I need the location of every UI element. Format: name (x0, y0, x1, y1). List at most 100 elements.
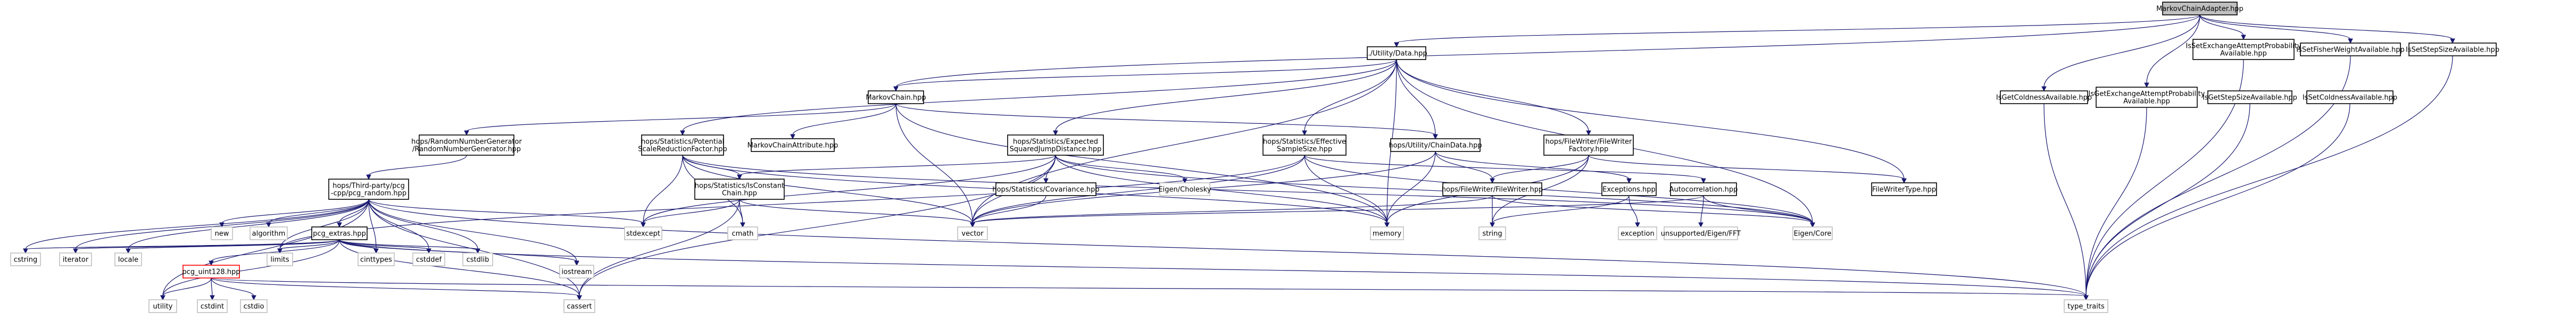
node-autocorrelation-hpp[interactable]: Autocorrelation.hpp (1669, 182, 1738, 196)
edge-arrowhead (1901, 178, 1907, 184)
edge-arrowhead (1698, 222, 1704, 228)
edge-line (1492, 155, 1589, 180)
edge-line (792, 103, 896, 136)
edge-line (972, 195, 1046, 224)
node-label-line: hops/Statistics/Covariance.hpp (992, 186, 1099, 194)
include-edge-pcgRandom-to-cstddef (368, 199, 431, 254)
node-label-line: utility (153, 303, 173, 311)
node-issetfisherweightavailable-hpp[interactable]: IsSetFisherWeightAvailable.hpp (2296, 43, 2405, 56)
node-exceptions-hpp[interactable]: Exceptions.hpp (1601, 182, 1657, 196)
node-pcg-extras-hpp[interactable]: pcg_extras.hpp (311, 226, 368, 240)
include-edge-utilData-to-markovChain (893, 59, 1397, 92)
node-box (197, 299, 228, 313)
node-box (1664, 226, 1738, 240)
node-label-line: string (1482, 230, 1502, 238)
node-box (240, 299, 268, 313)
node-label-line: IsSetFisherWeightAvailable.hpp (2296, 46, 2404, 54)
node-box (2096, 87, 2198, 108)
edge-arrowhead (2083, 295, 2089, 301)
edge-line (128, 199, 369, 250)
node-box (358, 252, 395, 266)
node-label-line: cstddef (416, 256, 442, 264)
edge-arrowhead (2241, 35, 2246, 40)
node-box (311, 226, 368, 240)
edge-arrowhead (680, 130, 685, 136)
edge-line (2199, 14, 2244, 36)
edge-line (579, 155, 1056, 297)
edge-line (972, 155, 1305, 224)
node-vector: vector (957, 226, 988, 240)
edge-arrowhead (1302, 130, 1307, 136)
edge-arrowhead (219, 222, 225, 228)
node-hops-third-party-pcg-cpp-pcg-random-hpp[interactable]: hops/Third-party/pcg-cpp/pcg_random.hpp (328, 179, 409, 200)
node-label-line: hops/Statistics/Expected (1013, 138, 1098, 146)
node-markovchainadapter-hpp: MarkovChainAdapter.hpp (2156, 2, 2243, 15)
edge-line (368, 199, 577, 262)
node-label-line: iterator (63, 256, 89, 264)
edge-arrowhead (1586, 130, 1591, 136)
node-hops-statistics-covariance-hpp[interactable]: hops/Statistics/Covariance.hpp (992, 182, 1100, 196)
edge-arrowhead (2041, 86, 2047, 92)
node-isgetstepsizeavailable-hpp[interactable]: IsGetStepSizeAvailable.hpp (2203, 90, 2297, 104)
node-label-line: IsSetStepSizeAvailable.hpp (2406, 46, 2499, 54)
include-edge-autocorr-to-vector (970, 195, 1704, 228)
node-box (59, 252, 92, 266)
node-label-line: IsSetExchangeAttemptProbability (2186, 43, 2301, 50)
node-box (2000, 90, 2088, 104)
node-label-line: /RandomNumberGenerator.hpp (412, 146, 521, 154)
node-utility: utility (148, 299, 177, 313)
include-edge-pcgExtras-to-cstdlib (339, 239, 480, 254)
edge-arrowhead (740, 222, 745, 228)
node-cinttypes: cinttypes (358, 252, 395, 266)
edge-line (368, 199, 377, 250)
include-edge-isGetCold-to-typeTraits (2043, 103, 2089, 301)
node-hops-filewriter-filewriter-hpp[interactable]: hops/FileWriter/FileWriter.hpp (1442, 182, 1543, 196)
node-hops-statistics-potentialscalereductionfactor-hpp[interactable]: hops/Statistics/PotentialScaleReductionF… (638, 134, 727, 156)
node-cstdlib: cstdlib (462, 252, 493, 266)
edge-line (2043, 14, 2200, 88)
node-label-line: cmath (732, 230, 753, 238)
node-label-line: locale (118, 256, 138, 264)
node-box (1871, 182, 1937, 196)
edge-arrowhead (126, 248, 131, 254)
node-label-line: pcg_extras.hpp (313, 230, 366, 238)
include-edge-covariance-to-vector (970, 195, 1046, 228)
edge-arrowhead (160, 295, 165, 301)
node-box (182, 265, 240, 279)
node-box (148, 299, 177, 313)
node-hops-randomnumbergenerator-randomnumbergenerator-hpp[interactable]: hops/RandomNumberGenerator/RandomNumberG… (411, 134, 522, 156)
node-label-line: hops/Third-party/pcg (333, 182, 405, 190)
node-markovchainattribute-hpp[interactable]: MarkovChainAttribute.hpp (747, 138, 838, 152)
node-issetexchangeattemptprobabilityavailable-hpp[interactable]: IsSetExchangeAttemptProbabilityAvailable… (2186, 39, 2301, 60)
edge-line (2199, 14, 2453, 40)
edge-line (1700, 195, 1704, 224)
include-edge-chainData-to-memory (1384, 151, 1436, 228)
edge-line (1492, 195, 1630, 224)
include-edge-esjd-to-memory (1055, 155, 1390, 228)
node-issetcoldnessavailable-hpp[interactable]: IsSetColdnessAvailable.hpp (2303, 90, 2397, 104)
edge-line (1703, 195, 1813, 224)
node-issetstepsizeavailable-hpp[interactable]: IsSetStepSizeAvailable.hpp (2406, 43, 2499, 56)
edge-arrowhead (970, 222, 975, 228)
node-cstring: cstring (10, 252, 41, 266)
node-utility-data-hpp[interactable]: ../Utility/Data.hpp (1366, 46, 1427, 60)
node-isgetexchangeattemptprobabilityavailable-hpp[interactable]: IsGetExchangeAttemptProbabilityAvailable… (2089, 87, 2205, 108)
node-filewritertype-hpp[interactable]: FileWriterType.hpp (1871, 182, 1937, 196)
include-edge-chainData-to-fileWriter (1435, 151, 1495, 184)
edge-line (368, 199, 580, 297)
node-markovchain-hpp[interactable]: MarkovChain.hpp (866, 90, 926, 104)
node-hops-statistics-expectedsquaredjumpdistance-hpp[interactable]: hops/Statistics/ExpectedSquaredJumpDista… (1007, 134, 1104, 156)
include-edge-pcgUint128-to-typeTraits (211, 277, 2089, 301)
edge-line (1304, 155, 1704, 180)
edge-line (972, 195, 1493, 224)
include-edge-exceptions-to-string (1490, 195, 1630, 228)
node-label-line: algorithm (252, 230, 286, 238)
node-label-line: SquaredJumpDistance.hpp (1010, 146, 1102, 154)
node-cstddef: cstddef (412, 252, 445, 266)
node-isgetcoldnessavailable-hpp[interactable]: IsGetColdnessAvailable.hpp (1996, 90, 2092, 104)
node-layer: MarkovChainAdapter.hpp ../Utility/Data.hp… (10, 2, 2499, 313)
node-hops-utility-chaindata-hpp[interactable]: hops/Utility/ChainData.hpp (1389, 138, 1482, 152)
